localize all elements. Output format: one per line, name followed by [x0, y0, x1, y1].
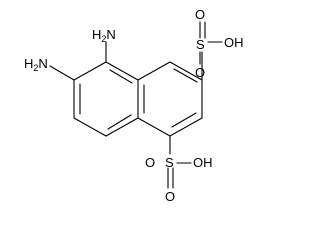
structure-diagram: H2N H2N S O O OH S O O OH [24, 7, 244, 204]
bond-b-double1 [109, 69, 133, 84]
atom-s-top: S [196, 37, 205, 52]
bond-nh2-left [49, 65, 75, 81]
bond-b5 [105, 117, 139, 137]
bond-a5 [137, 117, 171, 137]
bond-a-double1 [173, 68, 198, 83]
bond-a1 [137, 61, 171, 81]
bond-b2 [73, 61, 107, 81]
bond-b-double3 [107, 114, 132, 130]
bond-b4 [73, 117, 107, 137]
bond-b1 [105, 61, 139, 81]
atom-s-bot: S [165, 155, 174, 170]
molecule-drawing: H2N H2N S O O OH S O O OH [24, 7, 244, 204]
atom-o-top-up: O [195, 7, 205, 22]
atom-oh-bot: OH [193, 155, 213, 170]
bond-a2 [169, 61, 203, 81]
bond-a4 [169, 117, 203, 137]
bond-a-double2 [171, 112, 197, 128]
atom-h2n-left: H2N [24, 56, 48, 73]
atom-h2n-top: H2N [92, 27, 116, 44]
atom-o-top-dn: O [195, 65, 205, 80]
atom-o-bot-l: O [165, 189, 175, 204]
atom-oh-top: OH [224, 35, 244, 50]
atom-o-bot-r: O [145, 155, 155, 170]
